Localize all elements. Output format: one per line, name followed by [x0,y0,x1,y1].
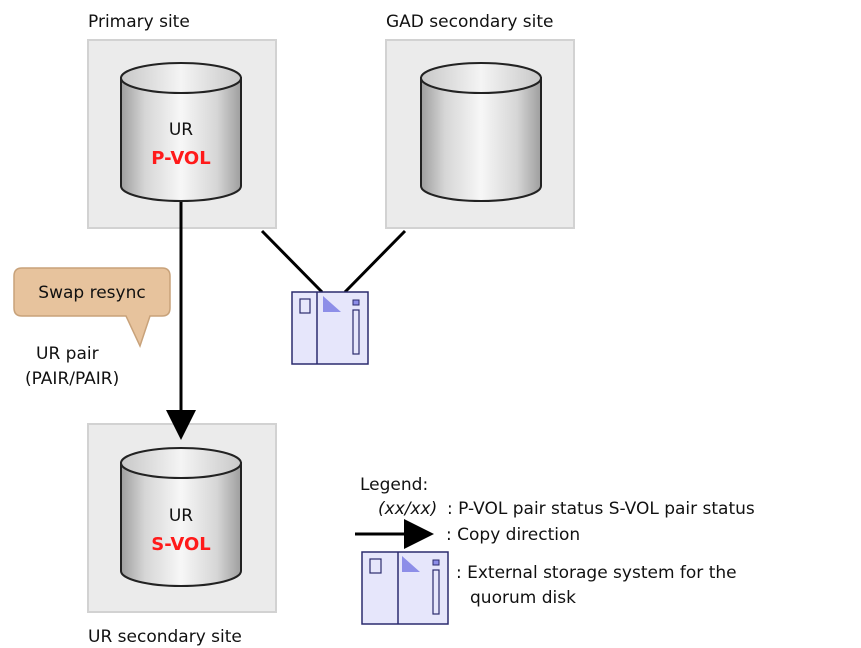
p-vol-type-label: UR [169,120,193,140]
gad-secondary-site-label: GAD secondary site [386,12,554,32]
legend-storage-desc-line1: : External storage system for the [456,563,737,583]
p-vol-label: P-VOL [151,148,210,169]
p-vol-cylinder-icon [120,62,242,202]
legend-status-key: (xx/xx) [378,499,437,519]
gad-volume-cylinder-icon [420,62,542,202]
legend-status-desc: : P-VOL pair status S-VOL pair status [447,499,755,519]
legend-title: Legend: [360,475,428,495]
legend-copy-desc: : Copy direction [446,525,580,545]
swap-resync-callout: Swap resync [13,267,171,349]
s-vol-cylinder-icon [120,447,242,587]
legend-storage-desc-line2: quorum disk [470,588,576,608]
primary-site-label: Primary site [88,12,190,32]
legend-storage-icon [361,551,449,625]
gad-to-quorum-line [343,229,407,294]
ur-secondary-site-label: UR secondary site [88,627,242,647]
quorum-storage-icon [291,291,369,365]
swap-resync-text: Swap resync [38,283,145,303]
primary-to-quorum-line [260,229,324,294]
s-vol-label: S-VOL [151,534,211,555]
ur-pair-label: UR pair [36,344,99,364]
ur-pair-status: (PAIR/PAIR) [25,369,119,389]
s-vol-type-label: UR [169,506,193,526]
